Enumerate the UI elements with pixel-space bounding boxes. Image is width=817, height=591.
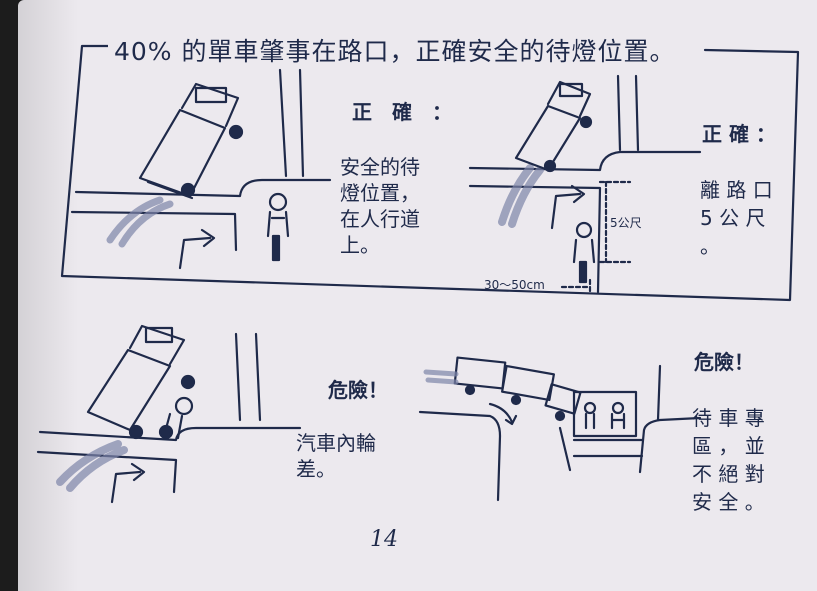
panel2-label: 正 確 ： — [702, 122, 776, 146]
page-curl-shadow — [18, 0, 78, 591]
cyclist-icon — [158, 396, 194, 440]
panel2-skid-marks — [498, 164, 544, 228]
panel2-illustration — [468, 74, 702, 294]
panel4-line: 安 全 。 — [692, 490, 765, 514]
panel1-illustration — [70, 68, 332, 270]
panel4-label: 危險！ — [694, 350, 754, 374]
truck-icon — [514, 80, 593, 173]
page-heading: 40% 的單車肇事在路口，正確安全的待燈位置。 — [108, 32, 682, 68]
panel1-line: 上。 — [340, 233, 380, 257]
panel1-line: 安全的待 — [340, 155, 420, 179]
panel4-cross-road — [572, 364, 662, 458]
cyclist-icon — [572, 221, 596, 284]
panel2-line: 5 公 尺 — [700, 206, 766, 230]
panel4-road-lines — [418, 410, 702, 502]
panel4-skid-marks — [423, 369, 459, 385]
panel1-cross-road — [278, 68, 305, 178]
panel1-description: 安全的待 燈位置， 在人行道 上。 — [340, 154, 420, 258]
scooter-icon — [610, 401, 626, 430]
cyclist-icon — [266, 192, 290, 262]
turn-arrow-icon — [550, 184, 586, 230]
cyclist-icon — [583, 401, 597, 430]
panel3-illustration — [36, 324, 302, 504]
panel4-illustration — [418, 356, 702, 502]
panel3-description: 汽車內輪 差。 — [296, 430, 376, 482]
panel2-line: 離 路 口 — [700, 178, 773, 202]
dimension-lines — [560, 180, 632, 294]
panel3-line: 汽車內輪 — [296, 431, 376, 455]
page-number: 14 — [370, 527, 398, 552]
turn-arrow-icon — [488, 402, 518, 426]
panel3-cross-road — [234, 332, 262, 422]
panel1-line: 在人行道 — [340, 207, 420, 231]
panel4-line: 不 絕 對 — [692, 462, 765, 486]
panel2-line: 。 — [700, 234, 720, 258]
turn-arrow-icon — [178, 228, 216, 270]
panel3-line: 差。 — [296, 457, 336, 481]
turn-arrow-icon — [110, 462, 146, 504]
dimension-distance: 5公尺 — [610, 216, 642, 230]
panel1-skid-marks — [106, 196, 174, 248]
waiting-zone — [572, 390, 638, 438]
dimension-offset: 30～50cm — [484, 278, 545, 292]
panel1-label: 正 確 ： — [352, 100, 452, 124]
articulated-truck-icon — [453, 356, 582, 422]
panel3-skid-marks — [56, 440, 128, 492]
panel4-line: 待 車 專 — [692, 406, 765, 430]
panel4-line: 區 ， 並 — [692, 434, 765, 458]
panel2-cross-road — [616, 74, 640, 152]
top-frame — [60, 44, 800, 302]
panel2-description: 離 路 口 5 公 尺 。 — [700, 176, 773, 260]
panel3-label: 危險！ — [328, 378, 388, 402]
truck-icon — [138, 82, 244, 200]
panel1-line: 燈位置， — [340, 181, 420, 205]
panel3-road-lines — [36, 426, 302, 494]
panel4-description: 待 車 專 區 ， 並 不 絕 對 安 全 。 — [692, 404, 765, 516]
truck-icon — [86, 324, 196, 440]
